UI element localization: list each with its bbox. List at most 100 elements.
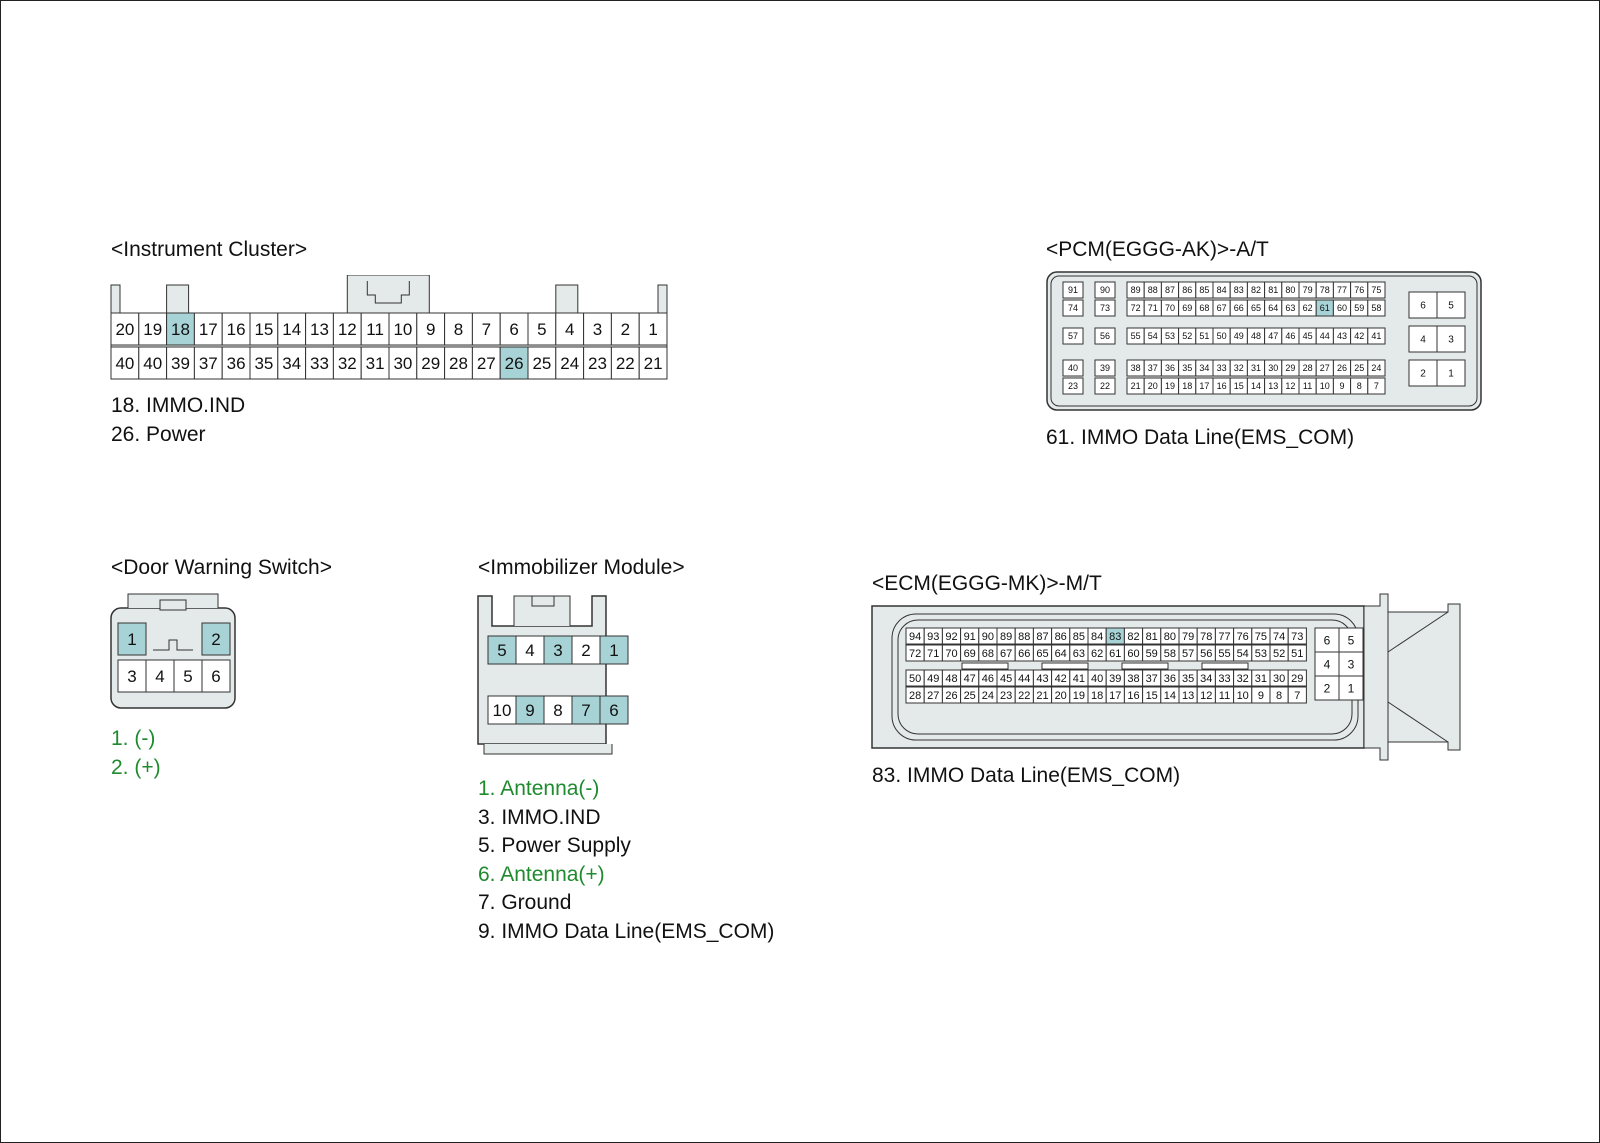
ecm-pin-label: 56 [1200, 648, 1212, 660]
ic-pin-12: 12 [332, 312, 362, 346]
pcm-pin-19: 19 [1160, 377, 1180, 395]
pcm-pin-label: 77 [1337, 285, 1347, 295]
ecm-pin-label: 5 [1348, 633, 1355, 647]
ic-pin-27: 27 [471, 346, 501, 380]
ic-pin-label: 22 [616, 354, 635, 373]
pcm-pin-label: 68 [1199, 303, 1209, 313]
ic-pin-label: 26 [505, 354, 524, 373]
immo-pin-label: 10 [493, 701, 512, 720]
pcm-pin-label: 16 [1217, 381, 1227, 391]
ecm-pin-93: 93 [923, 627, 943, 645]
pcm-pin-86: 86 [1178, 281, 1197, 299]
ic-pin-label: 9 [426, 320, 435, 339]
pcm-pin-label: 63 [1285, 303, 1295, 313]
ecm-pin-label: 12 [1200, 690, 1212, 702]
ecm-pin-32: 32 [1233, 669, 1253, 687]
ic-pin-33: 33 [305, 346, 334, 380]
lock-tab [531, 595, 555, 607]
pcm-pin-1: 1 [1436, 359, 1466, 387]
ecm-pin-label: 32 [1237, 673, 1249, 685]
pcm-pin-label: 21 [1131, 381, 1141, 391]
pcm-pin-63: 63 [1281, 299, 1300, 317]
pcm-pin-38: 38 [1126, 359, 1145, 377]
ecm-pin-label: 69 [964, 648, 976, 660]
pcm-pin-label: 54 [1148, 331, 1158, 341]
ecm-pin-7: 7 [1287, 686, 1307, 704]
ecm-pin-67: 67 [996, 644, 1016, 662]
ecm-pin-22: 22 [1014, 686, 1034, 704]
pcm-pin-label: 62 [1303, 303, 1313, 313]
ecm-pin-50: 50 [905, 669, 925, 687]
ecm-pin-37: 37 [1142, 669, 1162, 687]
immo-pin-label: 1 [609, 641, 618, 660]
ic-pin-label: 33 [310, 354, 329, 373]
ic-pin-23: 23 [583, 346, 612, 380]
pcm-pin-37: 37 [1143, 359, 1162, 377]
ic-pin-13: 13 [305, 312, 334, 346]
pcm-pin-label: 40 [1068, 363, 1078, 373]
pcm-pin-32: 32 [1229, 359, 1248, 377]
pcm-pin-label: 11 [1303, 381, 1312, 391]
ecm-pin-label: 35 [1182, 673, 1194, 685]
ecm-pin-label: 55 [1218, 648, 1230, 660]
pcm-pin-label: 65 [1251, 303, 1261, 313]
pcm-pin-5: 5 [1436, 291, 1466, 319]
pcm-notes: 61. IMMO Data Line(EMS_COM) [1046, 424, 1354, 453]
ecm-pin-76: 76 [1233, 627, 1253, 645]
pcm-pin-73: 73 [1094, 299, 1116, 317]
ecm-pin-label: 60 [1127, 648, 1139, 660]
pcm-pin-label: 61 [1320, 303, 1330, 313]
ecm-pin-25: 25 [960, 686, 980, 704]
ecm-pin-label: 93 [927, 631, 939, 643]
ecm-pin-label: 16 [1127, 690, 1139, 702]
door-pin-label: 1 [127, 630, 136, 649]
immo-pin-label: 3 [553, 641, 562, 660]
connector-base [483, 744, 613, 755]
pcm-pin-label: 70 [1165, 303, 1175, 313]
ic-pin-7: 7 [471, 312, 501, 346]
ecm-pin-label: 80 [1164, 631, 1176, 643]
pcm-pin-label: 2 [1420, 369, 1426, 380]
pcm-pin-label: 90 [1100, 285, 1110, 295]
pin-note: 1. (-) [111, 727, 156, 750]
ecm-pin-label: 91 [964, 631, 976, 643]
ic-pin-29: 29 [416, 346, 446, 380]
pcm-pin-56: 56 [1094, 327, 1116, 345]
pcm-pin-25: 25 [1350, 359, 1369, 377]
pcm-pin-67: 67 [1212, 299, 1231, 317]
pcm-pin-33: 33 [1212, 359, 1231, 377]
pcm-pin-label: 44 [1320, 331, 1330, 341]
ic-pin-4: 4 [555, 312, 585, 346]
instrument-cluster-title: <Instrument Cluster> [111, 238, 308, 261]
ic-pin-label: 37 [199, 354, 218, 373]
ecm-pin-label: 89 [1000, 631, 1012, 643]
ecm-pin-label: 46 [982, 673, 994, 685]
key-rib [1121, 662, 1169, 670]
ic-pin-3: 3 [583, 312, 612, 346]
ecm-pin-label: 90 [982, 631, 994, 643]
immo-pin-label: 4 [525, 641, 534, 660]
pcm-pin-50: 50 [1212, 327, 1231, 345]
ecm-pin-label: 42 [1055, 673, 1067, 685]
ecm-pin-label: 24 [982, 690, 994, 702]
ecm-pin-68: 68 [978, 644, 998, 662]
immo-pin-9: 9 [515, 695, 545, 725]
ecm-pin-label: 74 [1273, 631, 1285, 643]
ecm-notes: 83. IMMO Data Line(EMS_COM) [872, 762, 1180, 791]
ecm-pin-83: 83 [1105, 627, 1125, 645]
ic-pin-11: 11 [360, 312, 390, 346]
pcm-pin-17: 17 [1195, 377, 1214, 395]
ecm-pin-43: 43 [1032, 669, 1053, 687]
ecm-pin-label: 59 [1146, 648, 1158, 660]
pcm-pin-label: 59 [1354, 303, 1364, 313]
pcm-pin-label: 14 [1251, 381, 1261, 391]
pcm-pin-label: 32 [1234, 363, 1244, 373]
ic-pin-label: 16 [227, 320, 246, 339]
pcm-pin-9: 9 [1332, 377, 1352, 395]
ic-pin-5: 5 [527, 312, 557, 346]
pcm-pin-label: 80 [1285, 285, 1295, 295]
pcm-pin-label: 3 [1448, 335, 1454, 346]
ecm-pin-31: 31 [1251, 669, 1271, 687]
immo-pin-label: 5 [497, 641, 506, 660]
